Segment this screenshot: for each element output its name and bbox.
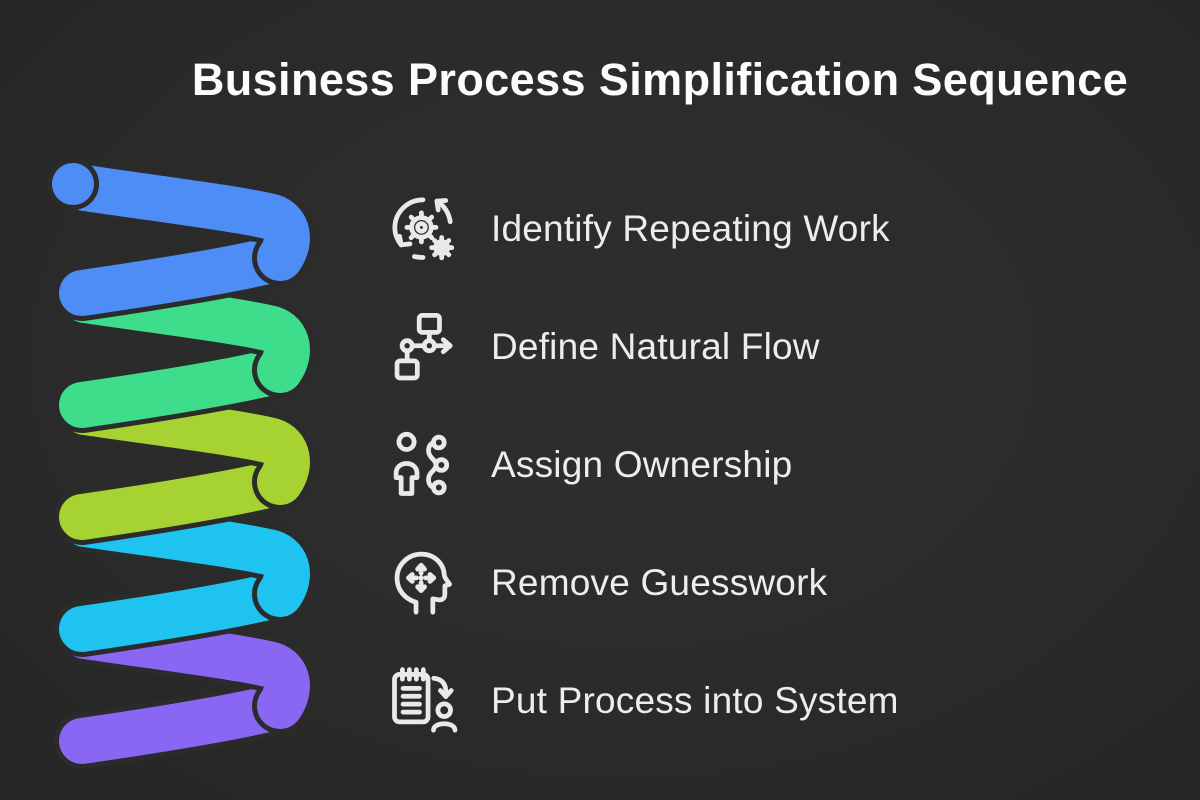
step-label: Define Natural Flow bbox=[491, 326, 820, 367]
page-title: Business Process Simplification Sequence bbox=[191, 54, 1129, 105]
head-directions-icon bbox=[385, 545, 461, 621]
clipboard-handoff-icon bbox=[385, 663, 461, 739]
steps-list: Identify Repeating Work Define Natural F… bbox=[385, 170, 899, 760]
flowchart-icon bbox=[385, 309, 461, 385]
step-item-3: Assign Ownership bbox=[385, 406, 899, 524]
step-item-4: Remove Guesswork bbox=[385, 524, 899, 642]
step-label: Put Process into System bbox=[491, 680, 899, 721]
step-item-1: Identify Repeating Work bbox=[385, 170, 899, 288]
person-hierarchy-icon bbox=[385, 427, 461, 503]
step-label: Identify Repeating Work bbox=[491, 208, 890, 249]
step-label: Remove Guesswork bbox=[491, 562, 828, 603]
step-item-5: Put Process into System bbox=[385, 642, 899, 760]
step-item-2: Define Natural Flow bbox=[385, 288, 899, 406]
spiral-coil-graphic bbox=[47, 158, 315, 769]
step-label: Assign Ownership bbox=[491, 444, 793, 485]
process-cycle-gears-icon bbox=[385, 191, 461, 267]
